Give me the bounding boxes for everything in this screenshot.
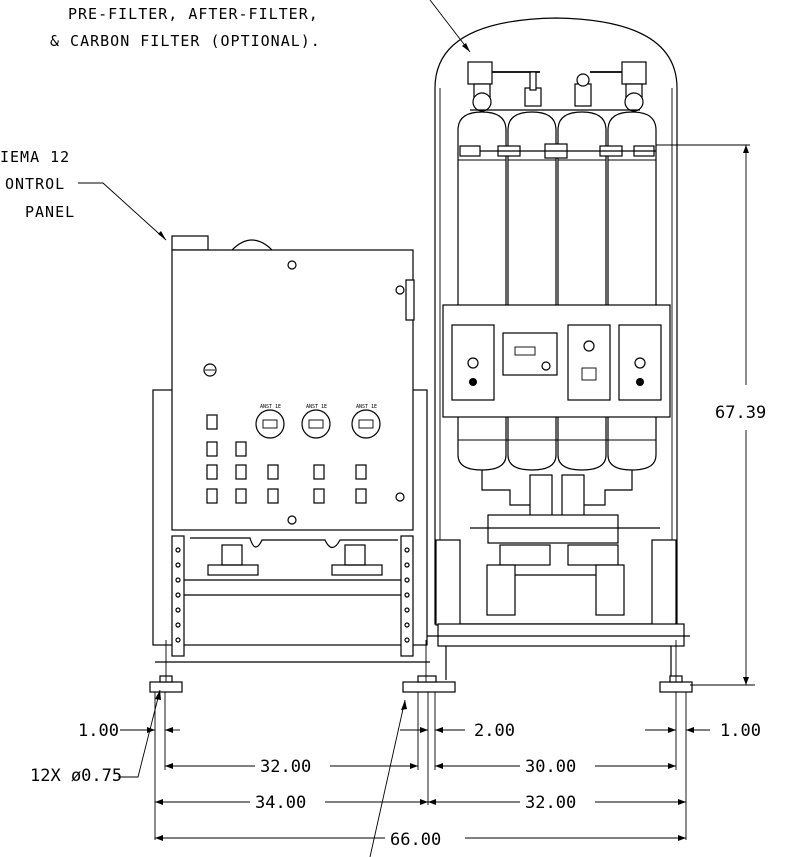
- selector-label-2: ANST 1E: [306, 404, 327, 410]
- filter-note-line1: PRE-FILTER, AFTER-FILTER,: [68, 5, 319, 23]
- dimension-lines: 1.00 2.00 1.00 32.00 30.00 34.00: [30, 145, 766, 857]
- dim-left-edge: 1.00: [78, 721, 119, 741]
- desiccant-towers: [457, 111, 657, 471]
- panel-note-line3: PANEL: [25, 203, 75, 221]
- filter-note-line2: & CARBON FILTER (OPTIONAL).: [50, 32, 321, 50]
- nema-12-enclosure: [171, 249, 414, 531]
- filter-note: PRE-FILTER, AFTER-FILTER, & CARBON FILTE…: [50, 0, 471, 53]
- dim-right-inner-span: 30.00: [525, 757, 576, 777]
- dim-left-outer-span: 34.00: [255, 793, 306, 813]
- feet: [149, 640, 693, 693]
- pilot-lights: [206, 414, 367, 504]
- panel-note-line2: ONTROL: [5, 175, 65, 193]
- top-valves: [467, 61, 647, 112]
- control-panel-unit: ANST 1E ANST 1E ANST 1E: [152, 235, 430, 663]
- panel-note: IEMA 12 ONTROL PANEL: [0, 148, 167, 241]
- dryer-control-box: [442, 304, 671, 418]
- selector-label-1: ANST 1E: [260, 404, 281, 410]
- dim-overall-width: 66.00: [390, 830, 441, 850]
- panel-stand: [155, 535, 430, 663]
- dim-height: 67.39: [715, 403, 766, 423]
- dim-left-inner-span: 32.00: [260, 757, 311, 777]
- selector-label-3: ANST 1E: [356, 404, 377, 410]
- hole-callout: 12X ø0.75: [30, 766, 122, 786]
- bottom-piping: [470, 470, 660, 616]
- dim-right-edge: 1.00: [720, 721, 761, 741]
- selector-switches: ANST 1E ANST 1E ANST 1E: [255, 404, 381, 439]
- panel-note-line1: IEMA 12: [0, 148, 70, 166]
- dryer-base: [420, 539, 690, 680]
- crossover-piping: [459, 143, 750, 159]
- dim-right-outer-span: 32.00: [525, 793, 576, 813]
- dim-center-gap: 2.00: [474, 721, 515, 741]
- dryer-unit: [420, 17, 750, 680]
